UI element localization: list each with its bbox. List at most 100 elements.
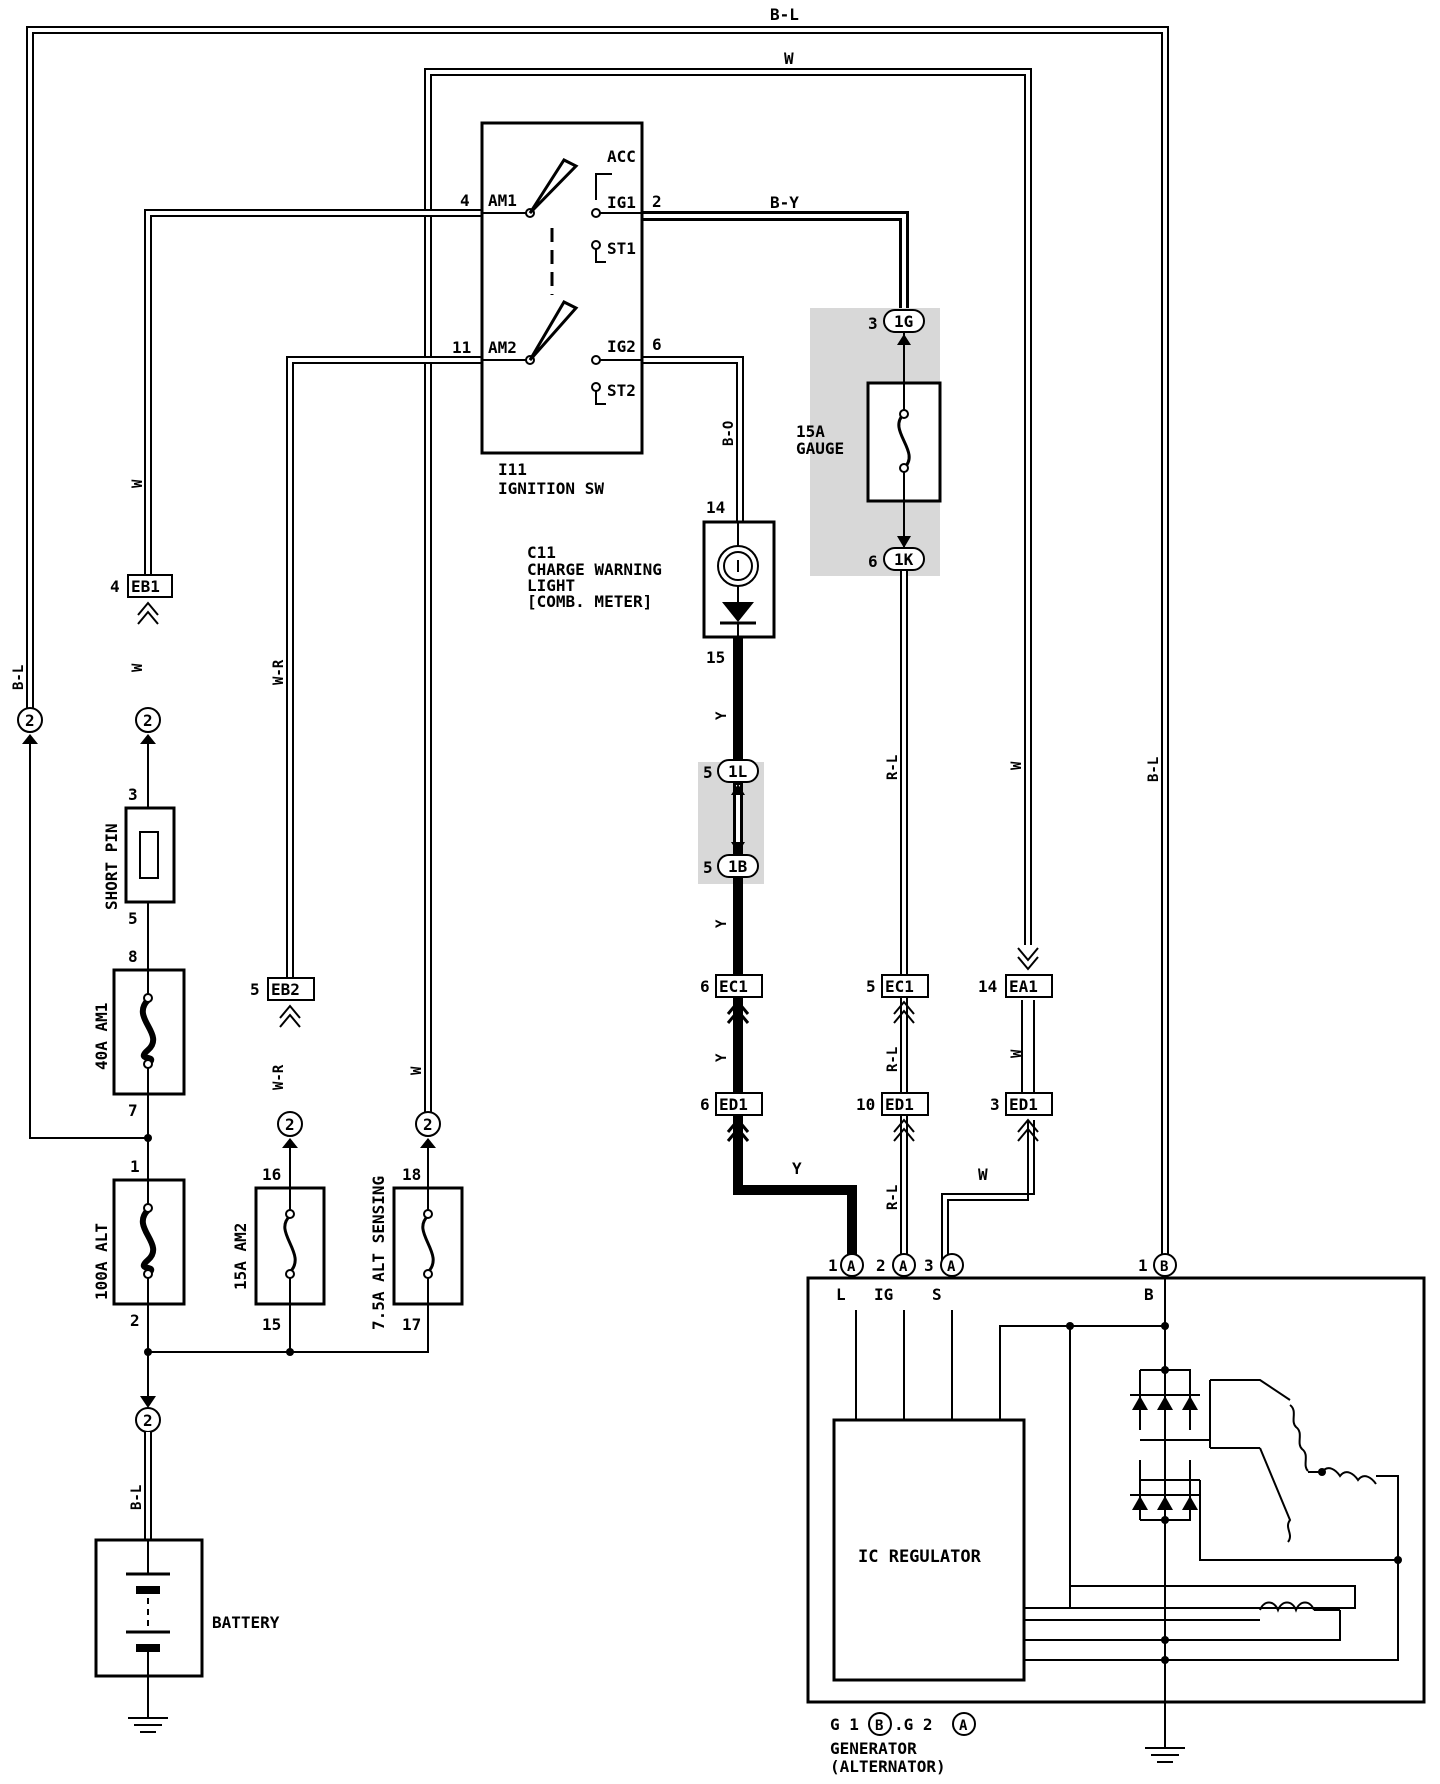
ig-pin-ig1: 2	[652, 192, 662, 211]
short-pin	[124, 806, 176, 904]
connector-ed1-rl: ED1 10	[856, 1092, 929, 1142]
fuse-15a-pin-bottom: 15	[262, 1315, 281, 1334]
charge-light-code: C11	[527, 543, 556, 562]
wire-label-y1: Y	[714, 711, 730, 720]
wire-fuse-bus	[148, 1304, 429, 1353]
svg-text:1B: 1B	[728, 857, 748, 876]
ig-switch-name: IGNITION SW	[498, 479, 604, 498]
ig-switch-code: I11	[498, 460, 527, 479]
wire-label-wr-lower: W-R	[271, 1064, 287, 1090]
gauge-pin-bottom: 6	[868, 552, 878, 571]
wire-label-y3: Y	[714, 1053, 730, 1062]
svg-text:A: A	[959, 1718, 968, 1734]
gen-terminal-l: L	[836, 1285, 846, 1304]
svg-text:EC1: EC1	[885, 977, 914, 996]
svg-text:ED1: ED1	[1009, 1095, 1038, 1114]
wire-label-by: B-Y	[770, 193, 799, 212]
junction-1g	[883, 309, 925, 333]
wire-label-bl-left: B-L	[11, 665, 27, 690]
wire-label-w-left-lower: W	[130, 663, 146, 672]
fuse-15a-pin-top: 16	[262, 1165, 281, 1184]
fuse-sensing-pin-top: 18	[402, 1165, 421, 1184]
charge-light-line1: CHARGE WARNING	[527, 560, 662, 579]
wire-label-w-right3: W	[978, 1165, 988, 1184]
ig-terminal-am2: AM2	[488, 338, 517, 357]
fuse-100a-pin-bottom: 2	[130, 1311, 140, 1330]
connector-eb2: EB2 5	[250, 977, 315, 1028]
gauge-fuse-line2: GAUGE	[796, 439, 844, 458]
svg-text:ED1: ED1	[719, 1095, 748, 1114]
connector-eb1: EB1 4	[110, 574, 173, 625]
gen-terminal-ig: IG	[874, 1285, 893, 1304]
svg-text:EA1: EA1	[1009, 977, 1038, 996]
connector-ed1-rl-pin: 10	[856, 1095, 875, 1114]
wire-label-battery-bl: B-L	[129, 1485, 145, 1510]
circle-connector-2-w: 2	[135, 707, 161, 744]
wire-label-bl-top: B-L	[770, 5, 799, 24]
fuse-15a-am2-label: 15A AM2	[231, 1223, 250, 1290]
charge-light-line3: [COMB. METER]	[527, 592, 652, 611]
fuse-sensing-pin-bottom: 17	[402, 1315, 421, 1334]
short-pin-pin-bottom: 5	[128, 909, 138, 928]
ignition-switch: ACC IG1 ST1 IG2 ST2 AM1 AM2 4 11 2 6 I11…	[452, 121, 662, 498]
wire-wr-am2	[286, 356, 482, 978]
svg-text:A: A	[947, 1259, 956, 1275]
connector-ea1-pin: 14	[978, 977, 997, 996]
wire-label-wr-upper: W-R	[271, 659, 287, 685]
svg-text:EB2: EB2	[271, 980, 300, 999]
connector-eb2-pin: 5	[250, 980, 260, 999]
svg-text:A: A	[847, 1259, 856, 1275]
ground-generator	[1145, 1702, 1185, 1763]
gauge-fuse-line1: 15A	[796, 422, 825, 441]
junction-1l-pin: 5	[703, 763, 713, 782]
battery-label: BATTERY	[212, 1613, 280, 1632]
gen-name-1: GENERATOR	[830, 1739, 917, 1758]
connector-eb1-pin: 4	[110, 577, 120, 596]
ig-terminal-am1: AM1	[488, 191, 517, 210]
wire-label-y2: Y	[714, 919, 730, 928]
gen-pin-b: 1	[1138, 1256, 1148, 1275]
svg-text:A: A	[899, 1259, 908, 1275]
svg-text:1G: 1G	[894, 312, 913, 331]
circle-connector-2-sense: 2	[415, 1111, 441, 1148]
gen-terminal-b: B	[1144, 1285, 1154, 1304]
connector-ec1-y: EC1 6	[700, 974, 763, 1024]
svg-text:2: 2	[143, 711, 153, 730]
connector-ec1-rl-pin: 5	[866, 977, 876, 996]
gen-pin-s: 3	[924, 1256, 934, 1275]
svg-text:EC1: EC1	[719, 977, 748, 996]
ig-terminal-st2: ST2	[607, 381, 636, 400]
gen-pin-ig: 2	[876, 1256, 886, 1275]
circle-connector-2-battery: 2	[135, 1396, 161, 1433]
wire-label-rl3: R-L	[885, 1185, 901, 1210]
connector-ec1-rl: EC1 5	[866, 974, 929, 1024]
svg-text:1K: 1K	[894, 550, 914, 569]
fuse-40a-pin-top: 8	[128, 947, 138, 966]
ig-terminal-ig2: IG2	[607, 337, 636, 356]
svg-text:EB1: EB1	[131, 577, 160, 596]
wire-label-rl1: R-L	[885, 755, 901, 780]
ig-terminal-acc: ACC	[607, 147, 636, 166]
wire-w-right	[947, 1120, 1029, 1262]
gen-pin-l: 1	[828, 1256, 838, 1275]
gauge-pin-top: 3	[868, 314, 878, 333]
svg-text:B: B	[875, 1718, 883, 1734]
svg-text:B: B	[1160, 1259, 1168, 1275]
junction-1b-pin: 5	[703, 858, 713, 877]
circle-connector-2-bl: 2	[17, 707, 43, 744]
ig-terminal-ig1: IG1	[607, 193, 636, 212]
fuse-40a-pin-bottom: 7	[128, 1101, 138, 1120]
junction-1k	[883, 547, 925, 571]
ig-terminal-st1: ST1	[607, 239, 636, 258]
connector-ed1-y: ED1 6	[700, 1092, 763, 1142]
connector-ed1-w: ED1 3	[990, 1092, 1053, 1142]
gen-code-g1: G 1	[830, 1715, 859, 1734]
junction-1l	[717, 759, 759, 783]
connector-ed1-w-pin: 3	[990, 1095, 1000, 1114]
ic-regulator	[832, 1418, 1026, 1682]
connector-ed1-y-pin: 6	[700, 1095, 710, 1114]
wire-by-ig1	[640, 211, 909, 308]
ground-battery	[128, 1676, 168, 1733]
generator: A A A B 1 2 3 1 L IG S B IC REGULATOR	[806, 1253, 1426, 1776]
